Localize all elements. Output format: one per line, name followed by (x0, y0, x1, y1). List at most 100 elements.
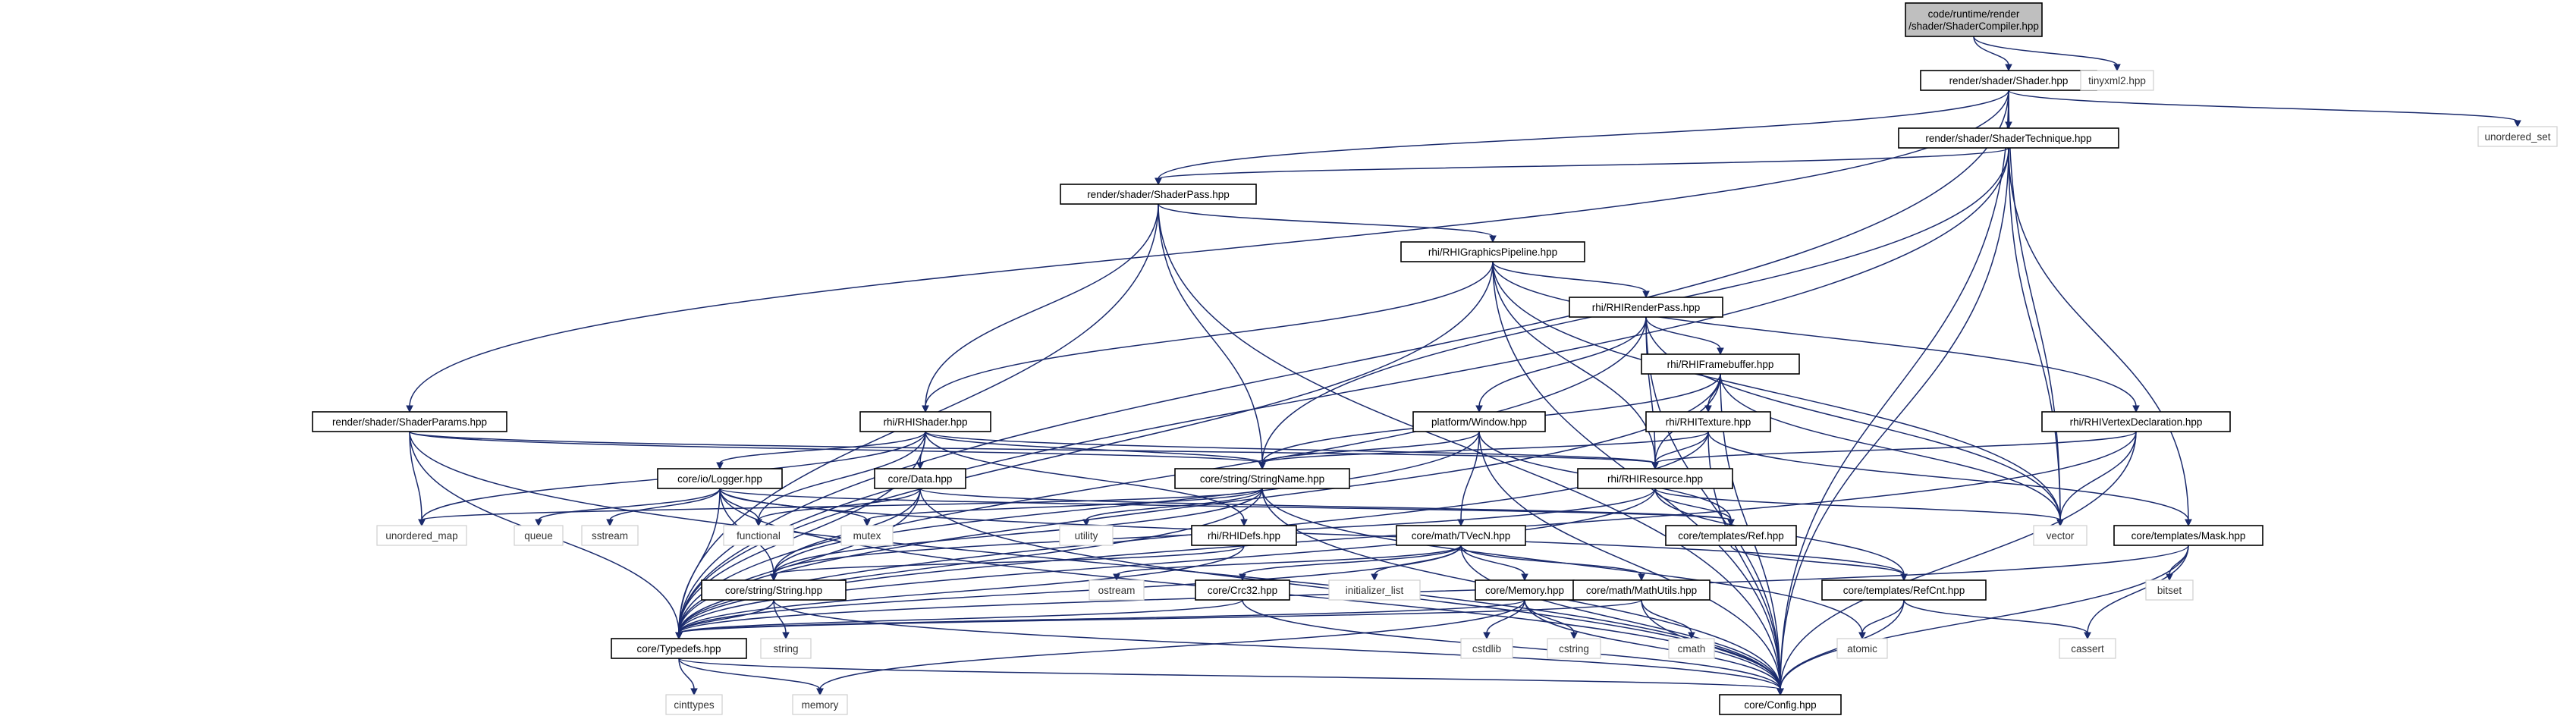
node-ref[interactable]: core/templates/Ref.hpp (1665, 525, 1797, 546)
edge-mask-to-config (1780, 545, 2189, 690)
node-box-initializer_list (1328, 579, 1421, 601)
edge-framebuffer-to-vector (1720, 373, 2061, 521)
node-pass[interactable]: render/shader/ShaderPass.hpp (1060, 184, 1257, 205)
node-box-resource (1577, 468, 1733, 489)
node-box-technique (1898, 127, 2119, 149)
edge-data-to-ref (919, 488, 1732, 521)
node-rhishader[interactable]: rhi/RHIShader.hpp (859, 411, 991, 432)
edge-mask-to-bitset (2169, 545, 2189, 576)
edge-arrowhead-resource-to-vector (2056, 519, 2064, 527)
node-box-crc32 (1195, 579, 1290, 601)
edge-tvecn-to-mathutils (1460, 545, 1642, 576)
edge-tvecn-to-typedefs (678, 545, 1462, 634)
node-label-ref: core/templates/Ref.hpp (1678, 530, 1784, 542)
edge-stringname-to-unordered_map (421, 488, 1263, 521)
node-box-logger (657, 468, 783, 489)
edge-resource-to-typedefs (678, 488, 1656, 634)
node-params[interactable]: render/shader/ShaderParams.hpp (312, 411, 507, 432)
edge-arrowhead-stringname-to-unordered_map (418, 519, 426, 527)
node-label-tinyxml2: tinyxml2.hpp (2088, 75, 2146, 86)
node-sstream: sstream (581, 525, 639, 546)
node-box-rhishader (859, 411, 991, 432)
node-box-string_hpp (701, 579, 847, 601)
node-mask[interactable]: core/templates/Mask.hpp (2113, 525, 2263, 546)
node-config[interactable]: core/Config.hpp (1719, 694, 1842, 715)
node-refcnt[interactable]: core/templates/RefCnt.hpp (1821, 579, 1987, 601)
edge-arrowhead-pipeline-to-rhishader (922, 405, 929, 413)
node-vertexdecl[interactable]: rhi/RHIVertexDeclaration.hpp (2041, 411, 2231, 432)
edge-params-to-resource (409, 431, 1656, 464)
edge-arrowhead-refcnt-to-atomic (1858, 632, 1866, 640)
edge-ref-to-refcnt (1730, 545, 1905, 576)
node-memory_hpp[interactable]: core/Memory.hpp (1475, 579, 1575, 601)
node-label-vertexdecl: rhi/RHIVertexDeclaration.hpp (2070, 416, 2203, 428)
edge-tvecn-to-ostream (1116, 545, 1462, 576)
node-mathutils[interactable]: core/math/MathUtils.hpp (1572, 579, 1711, 601)
edge-shader-to-pass (1158, 89, 2009, 180)
edge-vertexdecl-to-resource (1654, 431, 2137, 464)
node-framebuffer[interactable]: rhi/RHIFramebuffer.hpp (1641, 353, 1800, 375)
node-label-data: core/Data.hpp (888, 473, 953, 485)
edge-mathutils-to-typedefs (678, 599, 1642, 634)
node-box-memory_sys (792, 694, 848, 715)
node-typedefs[interactable]: core/Typedefs.hpp (611, 638, 747, 659)
node-label-pipeline: rhi/RHIGraphicsPipeline.hpp (1428, 246, 1557, 258)
edge-tvecn-to-config (1460, 545, 1781, 690)
edge-rhishader-to-functional (758, 431, 926, 521)
edge-rhishader-to-logger (719, 431, 926, 464)
node-crc32[interactable]: core/Crc32.hpp (1195, 579, 1290, 601)
node-logger[interactable]: core/io/Logger.hpp (657, 468, 783, 489)
edge-arrowhead-rhishader-to-data (916, 462, 924, 470)
edge-arrowhead-data-to-functional (755, 519, 762, 527)
edge-renderpass-to-typedefs (678, 316, 1647, 634)
edge-arrowhead-rhishader-to-rhidefs (1240, 519, 1248, 527)
node-box-atomic (1836, 638, 1888, 659)
node-cstdlib: cstdlib (1460, 638, 1513, 659)
edge-renderpass-to-window (1478, 316, 1647, 407)
edge-tvecn-to-memory_hpp (1460, 545, 1525, 576)
node-renderpass[interactable]: rhi/RHIRenderPass.hpp (1569, 297, 1723, 318)
node-data[interactable]: core/Data.hpp (874, 468, 966, 489)
node-rhidefs[interactable]: rhi/RHIDefs.hpp (1191, 525, 1297, 546)
node-box-cstring (1547, 638, 1601, 659)
edge-pipeline-to-rhishader (925, 261, 1494, 407)
node-tvecn[interactable]: core/math/TVecN.hpp (1396, 525, 1526, 546)
edge-memory_hpp-to-config (1524, 599, 1781, 690)
node-resource[interactable]: rhi/RHIResource.hpp (1577, 468, 1733, 489)
node-cinttypes: cinttypes (665, 694, 723, 715)
node-string_hpp[interactable]: core/string/String.hpp (701, 579, 847, 601)
node-box-unordered_map (376, 525, 467, 546)
node-box-pass (1060, 184, 1257, 205)
node-label-string_hpp: core/string/String.hpp (725, 585, 822, 596)
edge-string_hpp-to-typedefs (678, 599, 774, 634)
node-box-string_sys (760, 638, 812, 659)
edge-pipeline-to-vertexdecl (1492, 261, 2137, 407)
node-root[interactable]: code/runtime/render/shader/ShaderCompile… (1905, 2, 2043, 37)
node-pipeline[interactable]: rhi/RHIGraphicsPipeline.hpp (1400, 241, 1585, 262)
edge-refcnt-to-cassert (1903, 599, 2088, 634)
node-label-cstdlib: cstdlib (1472, 643, 1501, 655)
node-utility: utility (1059, 525, 1114, 546)
node-box-cassert (2059, 638, 2116, 659)
edge-typedefs-to-cinttypes (678, 658, 695, 690)
node-texture[interactable]: rhi/RHITexture.hpp (1645, 411, 1771, 432)
node-box-cstdlib (1460, 638, 1513, 659)
edge-mask-to-cassert (2087, 545, 2189, 634)
edge-params-to-unordered_map (409, 431, 423, 521)
node-box-unordered_set (2477, 126, 2558, 147)
node-window[interactable]: platform/Window.hpp (1412, 411, 1546, 432)
edge-pipeline-to-renderpass (1492, 261, 1647, 293)
node-stringname[interactable]: core/string/StringName.hpp (1174, 468, 1350, 489)
node-label-unordered_map: unordered_map (385, 530, 457, 542)
node-shader[interactable]: render/shader/Shader.hpp (1920, 70, 2097, 91)
edge-technique-to-typedefs (678, 147, 2009, 634)
node-box-vertexdecl (2041, 411, 2231, 432)
node-label-functional: functional (737, 530, 781, 542)
node-label-ostream: ostream (1098, 585, 1136, 596)
node-box-cinttypes (665, 694, 723, 715)
edge-arrowhead-pipeline-to-renderpass (1642, 290, 1650, 299)
edge-arrowhead-rhishader-to-logger (716, 462, 724, 470)
edge-pass-to-rhishader (925, 203, 1159, 407)
node-technique[interactable]: render/shader/ShaderTechnique.hpp (1898, 127, 2119, 149)
